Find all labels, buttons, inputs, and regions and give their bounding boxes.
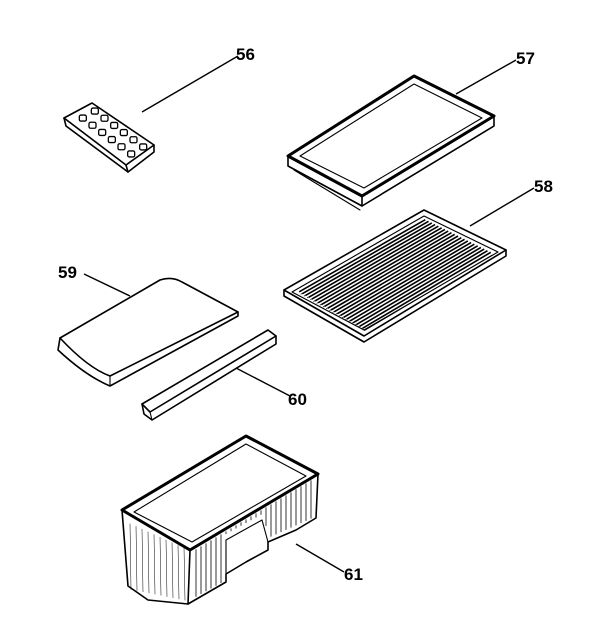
- wire-rod: [327, 233, 456, 309]
- wire-rod: [321, 230, 449, 306]
- crisper-cover-tray-part: [286, 74, 496, 211]
- ice-cell: [117, 143, 126, 151]
- bin-front-texture: [171, 542, 174, 599]
- bin-front-texture: [147, 531, 150, 594]
- bin-front-texture: [153, 534, 156, 595]
- wire-rod-shadow: [364, 254, 493, 331]
- leader-line-58: [469, 187, 535, 227]
- ice-tray-part: [63, 102, 155, 173]
- ice-cell: [127, 150, 136, 158]
- bin-front-texture: [177, 545, 180, 600]
- ice-cell: [119, 128, 128, 137]
- ice-cell: [90, 107, 99, 115]
- wire-rod: [305, 222, 433, 297]
- bin-front-texture: [129, 523, 132, 590]
- ice-cell: [88, 121, 97, 129]
- part-label-58: 58: [534, 177, 553, 196]
- bin-front-texture: [159, 537, 162, 596]
- wire-rod: [298, 218, 426, 293]
- wire-rod: [324, 232, 452, 308]
- part-label-56: 56: [236, 45, 255, 64]
- bin-front-texture: [141, 528, 144, 593]
- wire-rod: [340, 240, 469, 317]
- part-label-60: 60: [288, 390, 307, 409]
- leader-line-56: [141, 55, 239, 113]
- ice-cell: [139, 143, 148, 151]
- wire-rod: [356, 248, 485, 326]
- ice-cell: [129, 136, 138, 144]
- leader-line-59: [83, 273, 131, 297]
- leader-line-60: [235, 367, 291, 397]
- bin-front-texture: [135, 526, 138, 591]
- wire-rod: [362, 251, 492, 329]
- part-label-59: 59: [58, 263, 77, 282]
- bin-front-texture: [165, 539, 168, 597]
- wire-rod: [311, 225, 439, 300]
- wire-rod: [333, 236, 462, 313]
- wire-rod: [301, 220, 429, 295]
- wire-rod: [314, 227, 443, 302]
- ice-cell: [100, 114, 109, 122]
- wire-rod: [317, 228, 446, 304]
- leader-line-61: [295, 543, 345, 573]
- wire-rod: [349, 245, 479, 322]
- ice-cell: [110, 121, 119, 130]
- ice-cell: [98, 128, 107, 137]
- part-label-57: 57: [516, 49, 535, 68]
- wire-rod: [330, 235, 459, 311]
- ice-cell: [78, 114, 87, 122]
- wire-rod: [308, 223, 436, 298]
- ice-cell: [107, 135, 116, 144]
- wire-rod: [336, 238, 465, 315]
- bin-front-texture: [183, 547, 186, 601]
- wire-rod: [343, 241, 472, 318]
- pan-bin-part: [120, 434, 320, 605]
- wire-rod: [359, 250, 488, 328]
- wire-rod: [346, 243, 475, 320]
- wire-rod: [352, 246, 482, 324]
- glass-shelf-part: [57, 277, 239, 387]
- part-label-61: 61: [344, 565, 363, 584]
- wire-shelf-part: [283, 209, 507, 343]
- leader-line-57: [455, 59, 517, 95]
- shelf-trim-part: [141, 329, 277, 421]
